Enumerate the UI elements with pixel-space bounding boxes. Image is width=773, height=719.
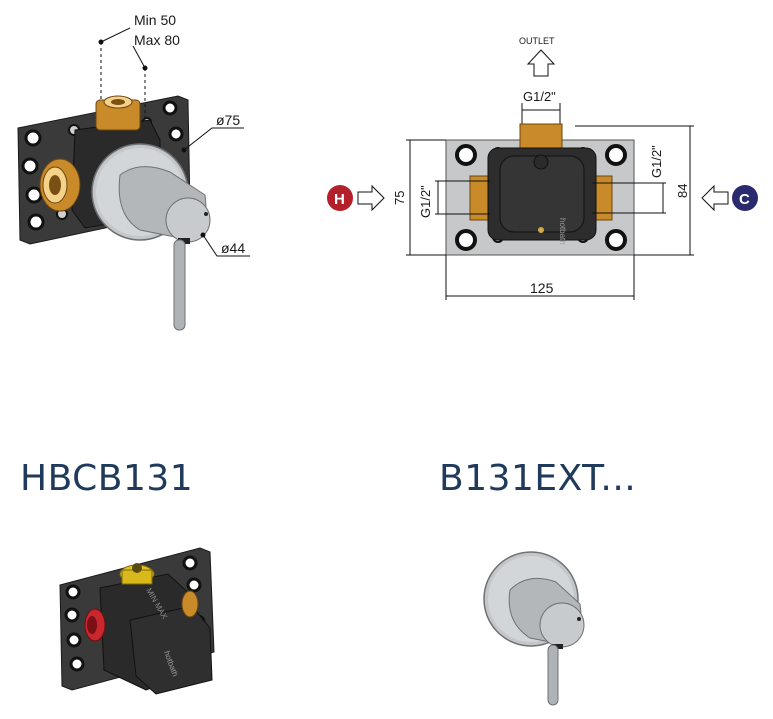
height-84-label: 84 [675, 184, 690, 198]
hot-badge-letter: H [334, 191, 345, 208]
trim-escutcheon [483, 551, 585, 649]
top-thread-label: G1/2" [523, 89, 556, 104]
height-84-dimension [575, 125, 694, 256]
diameter-44-label: ø44 [221, 240, 245, 256]
lever-handle [173, 239, 186, 331]
outlet-arrow [526, 49, 556, 77]
outlet-label: OUTLET [519, 36, 555, 46]
top-thread-dimension [521, 103, 561, 125]
product-title-b131ext: B131EXT... [439, 458, 637, 499]
cold-badge-letter: C [739, 191, 750, 208]
diameter-75-label: ø75 [216, 112, 240, 128]
hot-badge [327, 185, 353, 211]
max-depth-label: Max 80 [134, 32, 180, 48]
trim-lever [547, 644, 559, 706]
brass-top-nut [519, 123, 563, 149]
diameter-75-leader [181, 127, 244, 153]
min-depth-label: Min 50 [134, 12, 176, 28]
cold-badge [732, 185, 758, 211]
height-75-dimension [406, 139, 446, 256]
width-125-dimension [445, 255, 635, 300]
rough-in-yellow-fitting [119, 563, 155, 585]
product-title-hbcb131: HBCB131 [20, 458, 194, 499]
brass-left-fitting [39, 158, 81, 212]
chrome-escutcheon [91, 143, 211, 244]
hot-inlet-arrow [357, 184, 385, 212]
diameter-44-leader [200, 232, 250, 257]
valve-body-front [487, 147, 597, 241]
right-thread-dimension [592, 182, 666, 214]
depth-dimension [98, 27, 148, 118]
width-125-label: 125 [530, 280, 554, 296]
height-75-label: 75 [392, 191, 407, 205]
rough-in-red-fitting [84, 608, 106, 642]
left-thread-label: G1/2" [418, 185, 433, 218]
right-thread-label: G1/2" [649, 145, 664, 178]
brass-top-fitting [95, 95, 141, 131]
rough-in-brass-right-fitting [181, 590, 199, 618]
left-thread-dimension [435, 180, 490, 215]
cold-inlet-arrow [701, 184, 729, 212]
body-brand-mark: hotbath [558, 218, 567, 245]
